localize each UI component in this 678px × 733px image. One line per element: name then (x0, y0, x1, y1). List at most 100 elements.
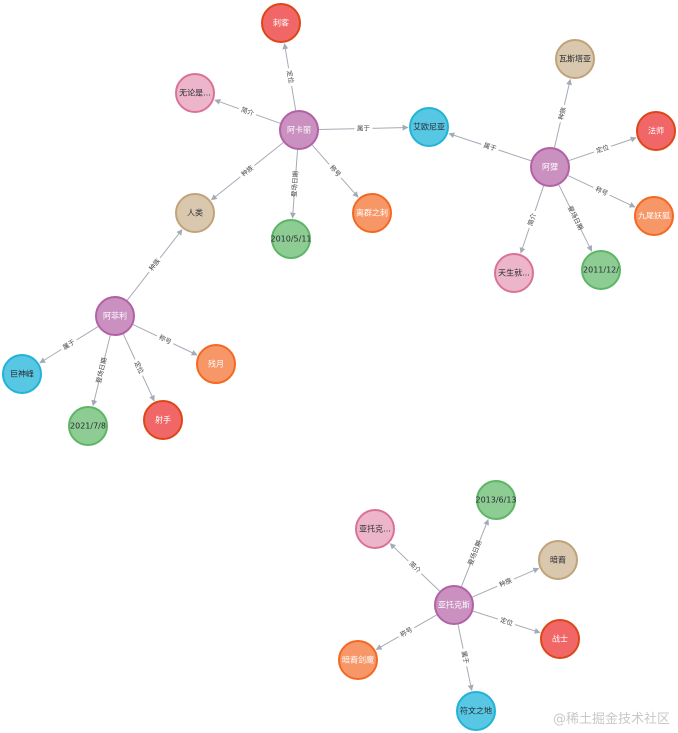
node-circle-nickname[interactable] (261, 3, 301, 43)
node-aph_title[interactable]: 残月 (196, 344, 236, 384)
edge-aatrox-runeterra[interactable]: 属于 (457, 624, 474, 692)
edge-label-bg (556, 103, 569, 124)
edge-akali-akali_intro[interactable]: 简介 (214, 99, 281, 124)
edge-label-bg (131, 357, 147, 378)
node-human[interactable]: 人类 (175, 193, 215, 233)
watermark: @稀土掘金技术社区 (552, 712, 670, 727)
node-mage[interactable]: 法师 (636, 111, 676, 151)
edge-akali-human[interactable]: 种族 (210, 142, 284, 201)
edge-label-bg (284, 67, 296, 87)
node-circle-title[interactable] (634, 196, 674, 236)
edge-label: 登场日期 (289, 170, 300, 197)
edge-aphelios-aph_title[interactable]: 称号 (132, 324, 198, 356)
edge-aatrox-darkin[interactable]: 种族 (472, 567, 540, 598)
edge-akali-akali_pos[interactable]: 定位 (282, 43, 297, 111)
node-targon[interactable]: 巨神峰 (2, 354, 42, 394)
node-circle-region[interactable] (409, 107, 449, 147)
node-aph_date[interactable]: 2021/7/8 (68, 406, 108, 446)
node-akali_intro[interactable]: 无论是... (175, 73, 215, 113)
edge-ahri-mage[interactable]: 定位 (568, 136, 637, 162)
edge-label: 登场日期 (94, 356, 109, 384)
edge-akali-akali_title[interactable]: 称号 (311, 144, 359, 198)
node-aatrox[interactable]: 亚托克斯 (434, 585, 474, 625)
edge-label-bg (592, 142, 613, 156)
node-akali_date[interactable]: 2010/5/11 (270, 219, 312, 259)
edge-label-bg (591, 183, 612, 199)
edge-label: 定位 (285, 70, 296, 85)
node-akali_title[interactable]: 离群之刺 (352, 193, 392, 233)
edge-label-bg (290, 174, 300, 194)
edge-label-bg (146, 255, 164, 275)
node-circle-date[interactable] (271, 219, 311, 259)
edge-aatrox-aat_date[interactable]: 登场日期 (460, 518, 489, 587)
node-circle-title[interactable] (352, 193, 392, 233)
node-ahri_intro[interactable]: 天生就... (494, 253, 534, 293)
node-circle-role[interactable] (279, 110, 319, 150)
node-circle-role[interactable] (95, 296, 135, 336)
node-vastaya[interactable]: 瓦斯塔亚 (555, 39, 595, 79)
node-circle-species[interactable] (555, 39, 595, 79)
node-circle-intro[interactable] (494, 253, 534, 293)
edge-aatrox-aat_intro[interactable]: 简介 (389, 543, 440, 592)
node-circle-date[interactable] (68, 406, 108, 446)
edge-label-bg (155, 332, 175, 348)
node-akali_pos[interactable]: 刺客 (261, 3, 301, 43)
edge-label-bg (405, 558, 425, 577)
node-circle-species[interactable] (538, 540, 578, 580)
edge-ahri-ionia[interactable]: 属于 (448, 132, 532, 162)
node-circle-role[interactable] (530, 147, 570, 187)
edge-label-bg (59, 336, 79, 353)
node-aat_date[interactable]: 2013/6/13 (475, 480, 517, 520)
edge-ahri-ahri_title[interactable]: 称号 (567, 175, 636, 208)
node-darkin[interactable]: 暗裔 (538, 540, 578, 580)
node-circle-date[interactable] (476, 480, 516, 520)
edge-label-bg (95, 360, 108, 381)
edge-aatrox-aat_title[interactable]: 称号 (375, 614, 437, 650)
edge-label-bg (525, 209, 539, 230)
edge-ahri-vastaya[interactable]: 种族 (554, 78, 572, 148)
edge-label-bg (354, 124, 373, 133)
node-circle-region[interactable] (2, 354, 42, 394)
edge-label-bg (480, 140, 500, 154)
edge-label: 属于 (357, 124, 371, 132)
edges-layer: 定位简介属于种族登场日期称号属于种族定位称号登场日期简介种族属于登场日期定位称号… (39, 43, 637, 692)
node-circle-date[interactable] (581, 250, 621, 290)
node-runeterra[interactable]: 符文之地 (456, 691, 496, 731)
edge-aphelios-aph_date[interactable]: 登场日期 (91, 335, 111, 407)
node-circle-title[interactable] (338, 640, 378, 680)
edge-akali-ionia[interactable]: 属于 (318, 124, 409, 133)
node-aat_title[interactable]: 暗裔剑魔 (338, 640, 378, 680)
node-circle-region[interactable] (456, 691, 496, 731)
edge-ahri-ahri_intro[interactable]: 简介 (519, 185, 545, 254)
edge-label-bg (237, 104, 258, 119)
node-aat_intro[interactable]: 亚托克... (355, 509, 395, 549)
node-circle-nickname[interactable] (143, 400, 183, 440)
node-circle-intro[interactable] (355, 509, 395, 549)
node-circle-species[interactable] (175, 193, 215, 233)
edge-label-bg (567, 208, 583, 228)
edge-ahri-ahri_date[interactable]: 登场日期 (558, 184, 593, 252)
edge-aphelios-human[interactable]: 种族 (126, 229, 183, 301)
edge-aatrox-fighter[interactable]: 定位 (472, 610, 541, 634)
node-ahri[interactable]: 阿狸 (530, 147, 570, 187)
edge-label-bg (467, 543, 482, 563)
node-circle-title[interactable] (196, 344, 236, 384)
edge-aphelios-marksman[interactable]: 定位 (122, 333, 155, 402)
node-aphelios[interactable]: 阿菲利 (95, 296, 135, 336)
node-ionia[interactable]: 艾欧尼亚 (409, 107, 449, 147)
edge-label-bg (396, 624, 417, 641)
edge-akali-akali_date[interactable]: 登场日期 (289, 149, 300, 219)
edge-aphelios-targon[interactable]: 属于 (39, 326, 99, 364)
node-ahri_date[interactable]: 2011/12/ (581, 250, 621, 290)
node-circle-nickname[interactable] (540, 619, 580, 659)
node-circle-intro[interactable] (175, 73, 215, 113)
node-akali[interactable]: 阿卡丽 (279, 110, 319, 150)
node-circle-nickname[interactable] (636, 111, 676, 151)
edge-label: 登场日期 (465, 539, 483, 567)
edge-label: 种族 (556, 106, 568, 121)
node-circle-role[interactable] (434, 585, 474, 625)
node-marksman[interactable]: 射手 (143, 400, 183, 440)
node-ahri_title[interactable]: 九尾妖狐 (634, 196, 674, 236)
node-fighter[interactable]: 战士 (540, 619, 580, 659)
